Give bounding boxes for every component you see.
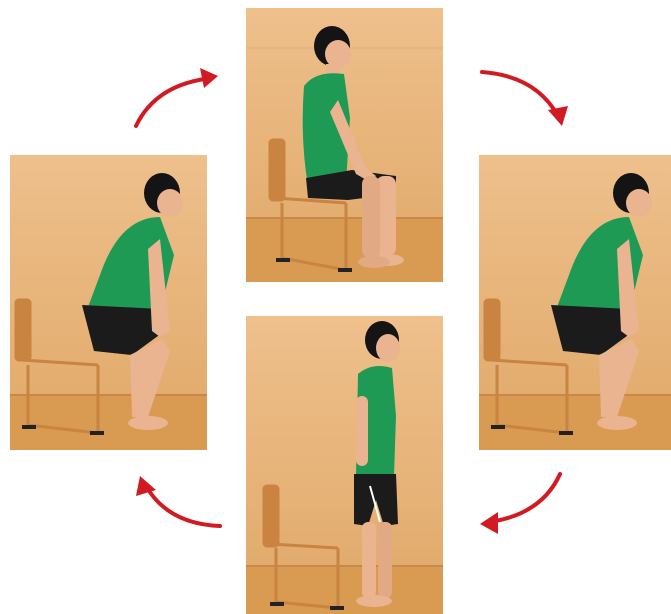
- arrow-top-to-right: [474, 62, 574, 134]
- half-squat-pose-figure: [479, 155, 671, 450]
- arrow-bottom-to-left: [128, 468, 228, 540]
- photo-half-squat-left: [10, 155, 207, 450]
- photo-seated: [246, 8, 443, 282]
- photo-standing: [246, 316, 443, 614]
- half-squat-pose-figure: [10, 155, 207, 450]
- arrow-left-to-top: [128, 62, 228, 134]
- seated-pose-figure: [246, 8, 443, 282]
- photo-half-squat-right: [479, 155, 671, 450]
- arrow-right-to-bottom: [474, 468, 574, 540]
- standing-pose-figure: [246, 316, 443, 614]
